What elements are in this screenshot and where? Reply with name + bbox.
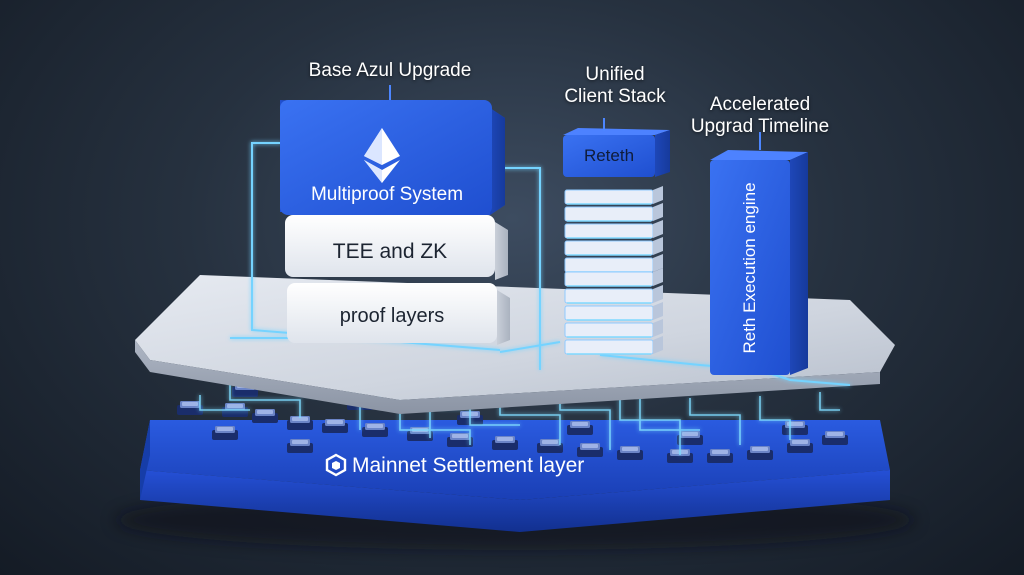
tee-zk-block — [285, 215, 508, 280]
hexagon-logo-icon — [325, 453, 347, 477]
platform-circuit-lines — [230, 142, 851, 386]
server-layer — [564, 220, 663, 239]
settlement-layer-label: Mainnet Settlement layer — [352, 454, 585, 477]
execution-engine-tower — [710, 132, 808, 375]
network-node-chip — [577, 443, 603, 457]
server-layer — [564, 186, 663, 205]
base-upgrade-label: Base Azul Upgrade — [308, 60, 472, 81]
timeline-label-line1: Accelerated — [709, 94, 811, 115]
network-node-chip — [707, 449, 733, 463]
client-stack-label-line1: Unified — [585, 64, 645, 85]
reteth-block — [563, 118, 670, 177]
proof-layers-block — [287, 283, 510, 345]
server-layer — [564, 268, 663, 287]
tee-zk-label: TEE and ZK — [332, 240, 448, 263]
execution-engine-label: Reth Execution engine — [740, 182, 759, 354]
timeline-label: Accelerated Upgrad Timeline — [685, 94, 835, 138]
client-stack-label: Unified Client Stack — [560, 64, 670, 108]
network-node-chip — [287, 439, 313, 453]
network-node-chip — [677, 431, 703, 445]
network-node-chip — [322, 419, 348, 433]
server-stack-lower — [564, 268, 663, 355]
network-node-chip — [492, 436, 518, 450]
timeline-label-line2: Upgrad Timeline — [690, 116, 830, 137]
server-layer — [564, 237, 663, 256]
reteth-label: Reteth — [583, 146, 635, 165]
network-node-chip — [787, 439, 813, 453]
server-layer — [564, 254, 663, 273]
server-stack-upper — [564, 186, 663, 273]
network-node-chip — [537, 439, 563, 453]
network-node-chip — [747, 446, 773, 460]
network-node-chip — [177, 401, 203, 415]
network-node-chip — [447, 433, 473, 447]
multiproof-label: Multiproof System — [310, 184, 464, 205]
network-node-chip — [782, 421, 808, 435]
server-layer — [564, 203, 663, 222]
network-node-chip — [407, 427, 433, 441]
ethereum-diamond-icon — [364, 128, 400, 183]
network-node-chip — [617, 446, 643, 460]
server-layer — [564, 319, 663, 338]
network-node-chip — [287, 416, 313, 430]
client-stack-label-line2: Client Stack — [564, 86, 666, 107]
network-node-chip — [252, 409, 278, 423]
network-node-chip — [362, 423, 388, 437]
server-layer — [564, 285, 663, 304]
network-node-chip — [822, 431, 848, 445]
network-node-chip — [212, 426, 238, 440]
proof-layers-label: proof layers — [339, 305, 445, 327]
server-layer — [564, 336, 663, 355]
network-node-chip — [567, 421, 593, 435]
server-layer — [564, 302, 663, 321]
